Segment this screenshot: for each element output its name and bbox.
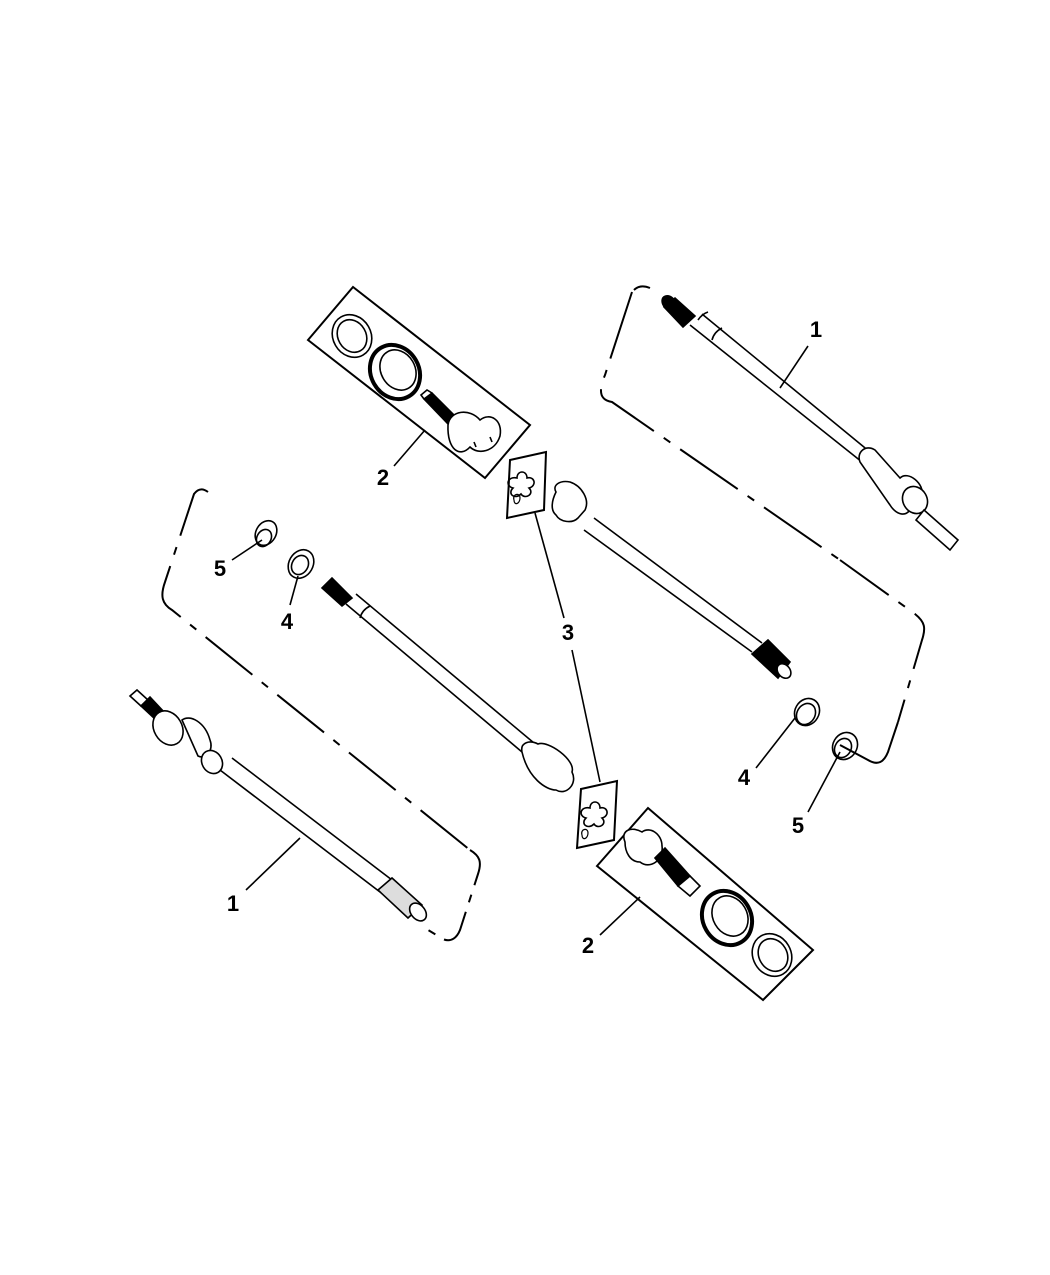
callout-4-left: 4	[280, 609, 294, 634]
left-rings	[254, 519, 315, 580]
inner-shaft-left	[320, 576, 575, 793]
leader-4-right	[755, 717, 796, 769]
leader-5-right	[807, 751, 841, 813]
axle-shaft-lower-left	[128, 488, 481, 942]
callout-1-upper: 1	[809, 317, 823, 342]
leader-1-lower	[245, 837, 301, 891]
callout-5-right: 5	[791, 813, 805, 838]
callout-4-right: 4	[737, 765, 751, 790]
inner-shaft-right	[551, 480, 792, 680]
leader-5-left	[231, 539, 263, 561]
callout-5-left: 5	[213, 556, 227, 581]
callout-2-lower: 2	[581, 933, 595, 958]
leader-1-upper	[779, 345, 809, 389]
leader-2-lower	[599, 896, 641, 936]
right-rings	[793, 697, 859, 761]
callout-1-lower: 1	[226, 891, 240, 916]
axle-shaft-upper-right	[599, 285, 960, 764]
leader-4-left	[289, 575, 299, 606]
leader-3-upper	[534, 512, 565, 619]
leader-3-lower	[571, 649, 601, 783]
stub-shaft-kit-upper	[306, 285, 532, 480]
callout-2-upper: 2	[376, 465, 390, 490]
u-joint-kit-packets	[505, 450, 619, 850]
callout-3: 3	[561, 620, 575, 645]
leader-2-upper	[393, 429, 426, 467]
stub-shaft-kit-lower	[595, 806, 815, 1002]
